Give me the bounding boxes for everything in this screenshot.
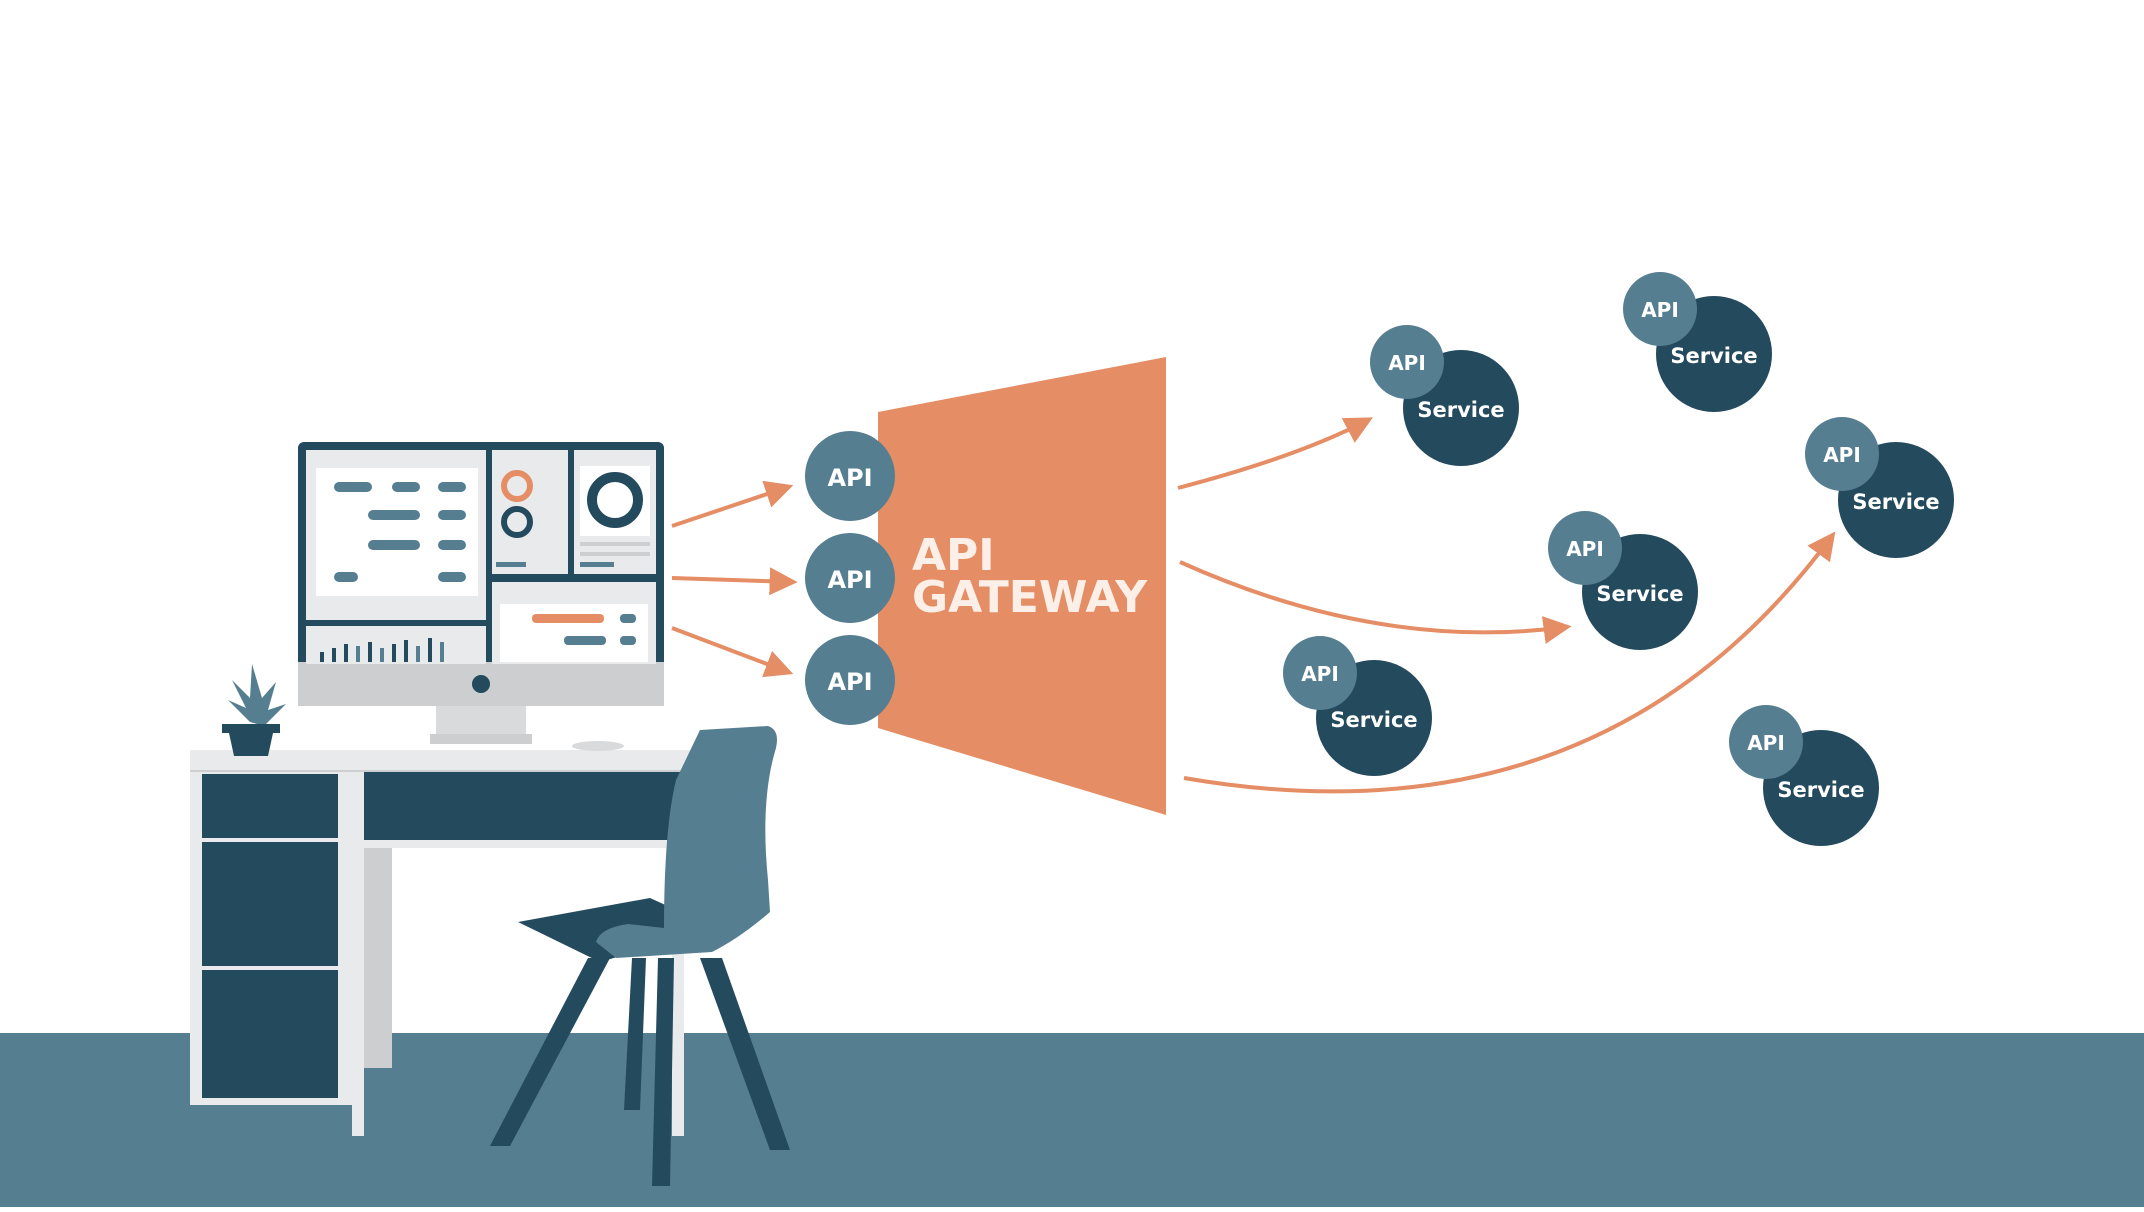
monitor-icon [298, 442, 664, 744]
gateway-shape [878, 357, 1166, 815]
service-node-3: API Service [1805, 417, 1954, 558]
service-node-2: API Service [1623, 272, 1772, 412]
client-api-3: API [805, 635, 895, 725]
service-label: Service [1417, 398, 1504, 422]
service-api-label: API [1747, 731, 1785, 755]
service-node-5: API Service [1283, 636, 1432, 776]
service-label: Service [1777, 778, 1864, 802]
client-api-label: API [827, 464, 872, 492]
service-node-1: API Service [1370, 325, 1519, 466]
client-api-label: API [827, 566, 872, 594]
gateway-title-line1: API [912, 530, 995, 581]
client-api-1: API [805, 431, 895, 521]
service-api-label: API [1566, 537, 1604, 561]
service-api-label: API [1641, 298, 1679, 322]
mouse-icon [572, 741, 624, 751]
gateway-title-line2: GATEWAY [912, 572, 1148, 623]
service-label: Service [1670, 344, 1757, 368]
desk-icon [190, 750, 690, 1136]
service-api-label: API [1388, 351, 1426, 375]
service-api-label: API [1823, 443, 1861, 467]
plant-icon [222, 664, 286, 756]
service-api-label: API [1301, 662, 1339, 686]
client-api-2: API [805, 533, 895, 623]
chair-icon [490, 726, 790, 1186]
arrow-icon [671, 417, 1836, 794]
service-node-4: API Service [1548, 511, 1698, 650]
service-label: Service [1330, 708, 1417, 732]
client-api-label: API [827, 668, 872, 696]
service-label: Service [1852, 490, 1939, 514]
service-label: Service [1596, 582, 1683, 606]
service-node-6: API Service [1729, 705, 1879, 846]
